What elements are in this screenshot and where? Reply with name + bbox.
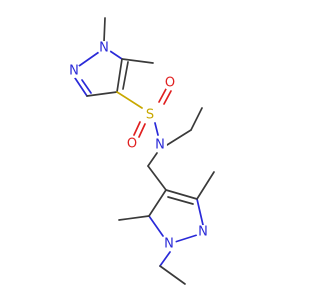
atom-n2a: N (67, 64, 81, 79)
bond-c5b-c4b (148, 189, 167, 217)
bond-c4b-c3b (165, 189, 198, 200)
svg-text:S: S (146, 108, 154, 123)
atom-labels: N N S O O N N N (67, 41, 210, 252)
bond-s-o2-b (163, 90, 172, 105)
atom-n1b: N (162, 237, 176, 252)
bond-c4a-c5a-inner (122, 61, 129, 90)
bond-c5a-n1a (109, 50, 123, 60)
bond-s-o2-a (158, 88, 167, 103)
bond-s-o1-b (138, 123, 146, 138)
bond-c5a-methyl (121, 58, 154, 64)
svg-text:N: N (198, 225, 208, 240)
molecule-structure: N N S O O N N N (67, 17, 215, 285)
svg-text:O: O (165, 76, 175, 91)
svg-text:N: N (155, 138, 165, 153)
bond-n2b-n1b (174, 234, 198, 243)
bond-ethyl-c (190, 107, 203, 131)
svg-text:N: N (164, 237, 174, 252)
bond-c5b-methyl (118, 215, 150, 221)
bond-n1b-c5b (148, 215, 164, 237)
atom-n1a: N (97, 41, 111, 56)
atom-s: S (143, 108, 157, 123)
bond-ethyl2-c (159, 265, 186, 285)
bond-s-ns (154, 122, 159, 136)
svg-text:N: N (99, 41, 109, 56)
bond-n2a-c3a (74, 77, 88, 97)
bond-n1a-n2a (78, 51, 100, 67)
svg-text:O: O (127, 137, 137, 152)
svg-text:N: N (69, 64, 79, 79)
bond-c4a-s (116, 91, 143, 109)
bond-c3b-n2b (196, 198, 204, 226)
atom-ns: N (153, 138, 167, 153)
bond-c3a-c4a (86, 91, 118, 97)
bond-c4a-c5a (116, 58, 123, 93)
bonds (74, 17, 215, 285)
bond-n2a-c3a-inner (81, 79, 92, 94)
bond-ns-ethyl (166, 129, 192, 146)
bond-c3b-methyl (196, 171, 215, 200)
bond-s-o1-a (133, 121, 141, 136)
atom-n2b: N (196, 225, 210, 240)
atom-o2: O (163, 76, 177, 91)
bond-n1b-ethyl (159, 251, 171, 267)
bond-ch2-c4b (147, 165, 167, 191)
bond-methyl-n1a (103, 17, 106, 43)
bond-ns-ch2 (147, 152, 158, 167)
bond-c4b-c3b-inner (167, 196, 194, 205)
atom-o1: O (125, 137, 139, 152)
